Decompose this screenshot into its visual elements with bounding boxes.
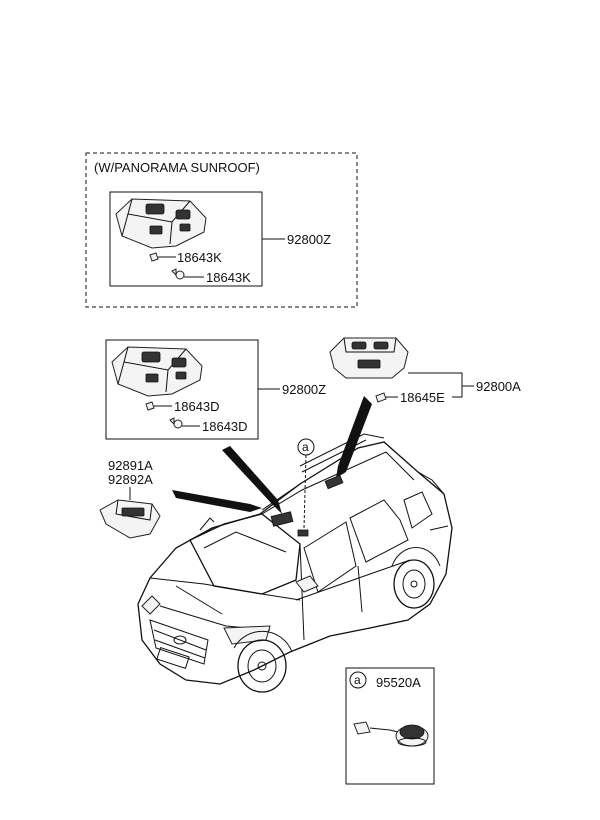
rear-lamp-bulb xyxy=(375,392,398,403)
panorama-sunroof-group: (W/PANORAMA SUNROOF) 18643K 18643K 92800… xyxy=(85,152,358,308)
sensor-part-label: 95520A xyxy=(376,675,421,690)
vanity-label-2: 92892A xyxy=(108,472,153,487)
vanity-label-1: 92891A xyxy=(108,458,153,473)
panorama-dashed-frame xyxy=(85,152,358,308)
front-wheel xyxy=(233,630,293,693)
sensor-marker-circle xyxy=(349,671,367,689)
rear-assembly-label: 92800A xyxy=(476,379,521,394)
license-plate xyxy=(156,647,190,669)
sensor-callout-group: a 95520A xyxy=(345,667,435,785)
svg-text:a: a xyxy=(302,440,309,454)
vanity-lamp xyxy=(99,499,161,539)
standard-assembly-label: 92800Z xyxy=(282,382,326,397)
standard-bulb-label-2: 18643D xyxy=(202,419,248,434)
car-illustration xyxy=(137,433,453,693)
panorama-bulb-label-1: 18643K xyxy=(177,250,222,265)
car-marker: a xyxy=(297,438,315,529)
panorama-bulb-2 xyxy=(171,268,204,280)
rear-lamp-group: 18645E 92800A xyxy=(329,337,521,405)
arrow-vanity-to-car xyxy=(172,490,262,512)
standard-bulb-2 xyxy=(169,417,200,429)
pointer-arrows xyxy=(172,396,372,514)
panorama-console-lamp xyxy=(115,198,207,249)
panorama-title: (W/PANORAMA SUNROOF) xyxy=(94,160,260,175)
panorama-bulb-1 xyxy=(149,252,176,262)
arrow-rear-to-car xyxy=(336,396,372,478)
standard-bulb-label-1: 18643D xyxy=(174,399,220,414)
vanity-lamp-group: 92891A 92892A xyxy=(99,458,161,539)
rear-bulb-label: 18645E xyxy=(400,390,445,405)
standard-bulb-1 xyxy=(145,401,172,411)
rear-wheel xyxy=(391,547,441,609)
sensor-frame xyxy=(345,667,435,785)
sensor-part xyxy=(353,721,429,747)
standard-console-group: 18643D 18643D 92800Z xyxy=(105,339,326,440)
panorama-assembly-label: 92800Z xyxy=(287,232,331,247)
arrow-console-to-car xyxy=(222,446,282,514)
panorama-bulb-label-2: 18643K xyxy=(206,270,251,285)
rear-room-lamp xyxy=(329,337,409,379)
sensor-marker-text: a xyxy=(354,673,361,687)
standard-console-lamp xyxy=(111,346,203,397)
